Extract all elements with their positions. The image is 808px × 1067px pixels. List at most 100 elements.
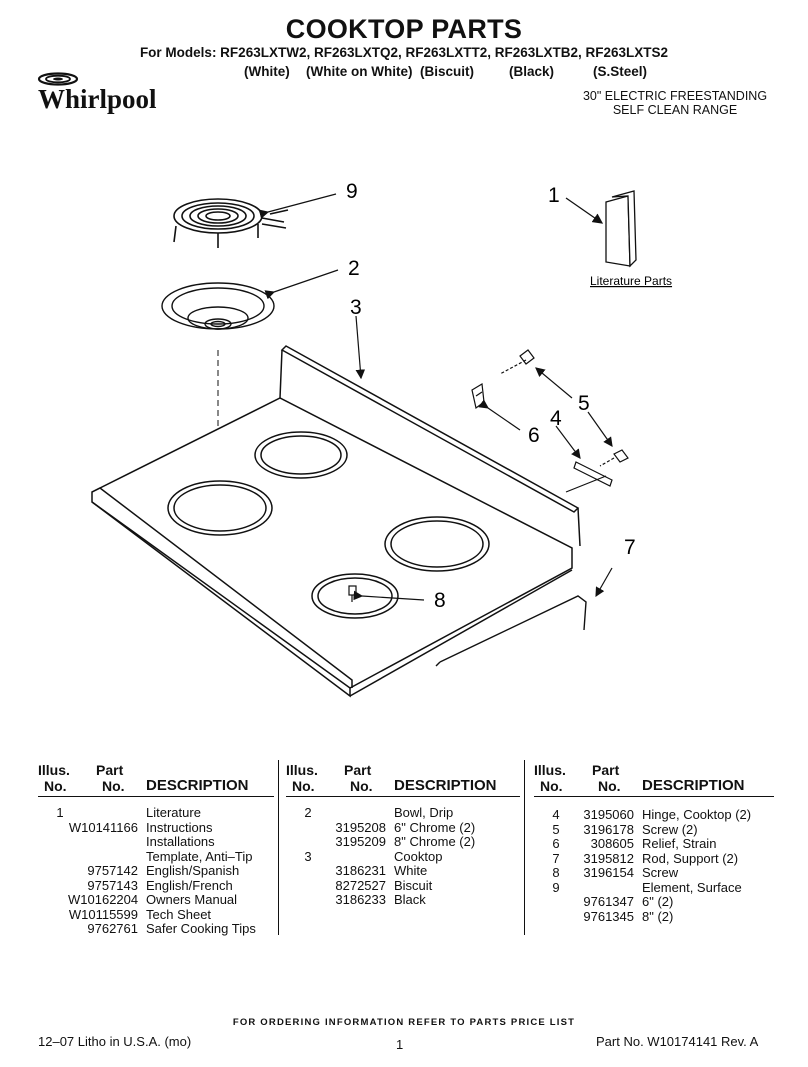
cell-description: English/Spanish: [146, 863, 240, 878]
cooktop-hinge: [565, 461, 613, 493]
color-white: (White): [244, 64, 290, 79]
cell-description: Literature: [146, 805, 201, 820]
screw-5-top: [499, 349, 535, 375]
litho-info: 12–07 Litho in U.S.A. (mo): [38, 1034, 192, 1049]
cell-part-no: 3195812: [583, 850, 634, 866]
model-list: For Models: RF263LXTW2, RF263LXTQ2, RF26…: [139, 45, 669, 60]
cell-part-no: W10115599: [68, 906, 138, 922]
screw-8: [348, 585, 357, 602]
cell-illus-no: 9: [552, 879, 560, 895]
cell-description: 6" Chrome (2): [394, 819, 476, 835]
brand-logo: Whirlpool: [37, 72, 157, 114]
logo-swirl-outer: [37, 72, 79, 86]
cell-illus-no: 7: [552, 850, 560, 866]
cell-description: Safer Cooking Tips: [146, 921, 256, 936]
header-rule: [38, 796, 274, 797]
header-illus: Illus.No.: [534, 762, 566, 794]
cell-description: Instructions: [146, 819, 213, 835]
cell-part-no: 9761345: [583, 908, 634, 924]
cell-part-no: 9757142: [87, 863, 138, 878]
cell-description: English/French: [146, 877, 233, 893]
cell-description: Tech Sheet: [146, 906, 212, 922]
document-part-number: Part No. W10174141 Rev. A: [596, 1034, 759, 1049]
cell-illus-no: 5: [552, 821, 560, 837]
cell-description: Rod, Support (2): [642, 850, 739, 866]
screw-5-lower: [599, 449, 629, 467]
cell-description: Installations: [146, 834, 215, 849]
strain-relief: [471, 383, 485, 410]
callout-1: 1: [548, 184, 560, 207]
callout-7: 7: [624, 536, 636, 559]
table-divider-1: [278, 760, 279, 935]
range-line-2: SELF CLEAN RANGE: [612, 103, 738, 117]
range-description: 30" ELECTRIC FREESTANDING SELF CLEAN RAN…: [560, 89, 790, 117]
cell-description: Owners Manual: [146, 892, 238, 907]
callout-3: 3: [350, 296, 362, 319]
cell-part-no: 9761347: [583, 894, 634, 909]
exploded-parts-diagram: 1 Literature Parts 9 2: [91, 180, 672, 698]
header-description: DESCRIPTION: [642, 777, 745, 794]
color-white-on-white: (White on White): [306, 64, 413, 79]
support-rod: [435, 595, 587, 667]
cell-part-no: 3186233: [335, 892, 386, 907]
cell-description: 6" (2): [642, 894, 674, 909]
cell-description: Hinge, Cooktop (2): [642, 807, 752, 822]
logo-wordmark: Whirlpool: [38, 84, 157, 114]
cell-part-no: 3195060: [583, 807, 634, 822]
cell-illus-no: 4: [552, 807, 560, 822]
cell-description: Relief, Strain: [642, 836, 717, 851]
callout-9: 9: [346, 180, 358, 203]
page-number: 1: [396, 1037, 404, 1052]
cell-part-no: W10141166: [68, 819, 138, 835]
cell-part-no: 308605: [590, 836, 634, 851]
logo-swirl-middle: [45, 74, 71, 84]
cell-part-no: 3195208: [335, 819, 386, 835]
page-title: COOKTOP PARTS: [285, 14, 523, 44]
cell-description: White: [394, 863, 428, 878]
callout-6: 6: [528, 424, 540, 447]
header-illus: Illus.No.: [286, 762, 318, 794]
cell-description: 8" Chrome (2): [394, 834, 476, 849]
cell-description: Biscuit: [394, 877, 433, 893]
cell-illus-no: 3: [304, 848, 312, 864]
callout-8: 8: [434, 589, 446, 612]
cell-part-no: 3195209: [335, 834, 386, 849]
color-biscuit: (Biscuit): [420, 64, 474, 79]
header-rule: [286, 796, 520, 797]
cell-description: Cooktop: [394, 848, 443, 864]
surface-element: [173, 198, 289, 248]
callout-4: 4: [550, 407, 562, 430]
model-colors: (White) (White on White) (Biscuit) (Blac…: [0, 64, 808, 82]
cell-part-no: 8272527: [335, 877, 386, 893]
callout-2: 2: [348, 257, 360, 280]
color-black: (Black): [509, 64, 555, 79]
cell-illus-no: 2: [304, 805, 312, 820]
color-steel: (S.Steel): [593, 64, 648, 79]
cell-illus-no: 1: [56, 805, 64, 820]
range-line-1: 30" ELECTRIC FREESTANDING: [582, 89, 768, 103]
cell-description: Screw (2): [642, 821, 698, 837]
cell-part-no: 3196178: [583, 821, 634, 837]
literature-booklet: [565, 190, 637, 268]
cell-part-no: 9762761: [87, 921, 138, 936]
cell-part-no: 3186231: [335, 863, 386, 878]
table-divider-2: [524, 760, 525, 935]
cell-description: Screw: [642, 865, 679, 880]
cell-part-no: 9757143: [87, 877, 138, 893]
cell-part-no: W10162204: [68, 892, 139, 907]
header-illus: Illus.No.: [38, 762, 70, 794]
literature-parts-label: Literature Parts: [590, 274, 672, 288]
logo-swirl-inner: [53, 77, 63, 81]
cell-description: Template, Anti–Tip: [146, 848, 253, 864]
header-description: DESCRIPTION: [146, 777, 249, 794]
cooktop-panel: [91, 345, 581, 698]
ordering-note: FOR ORDERING INFORMATION REFER TO PARTS …: [232, 1017, 576, 1028]
callout-5: 5: [578, 392, 590, 415]
cell-description: Bowl, Drip: [394, 805, 454, 820]
header-description: DESCRIPTION: [394, 777, 497, 794]
cell-part-no: 3196154: [583, 865, 634, 880]
cell-illus-no: 6: [552, 836, 560, 851]
header-rule: [534, 796, 774, 797]
